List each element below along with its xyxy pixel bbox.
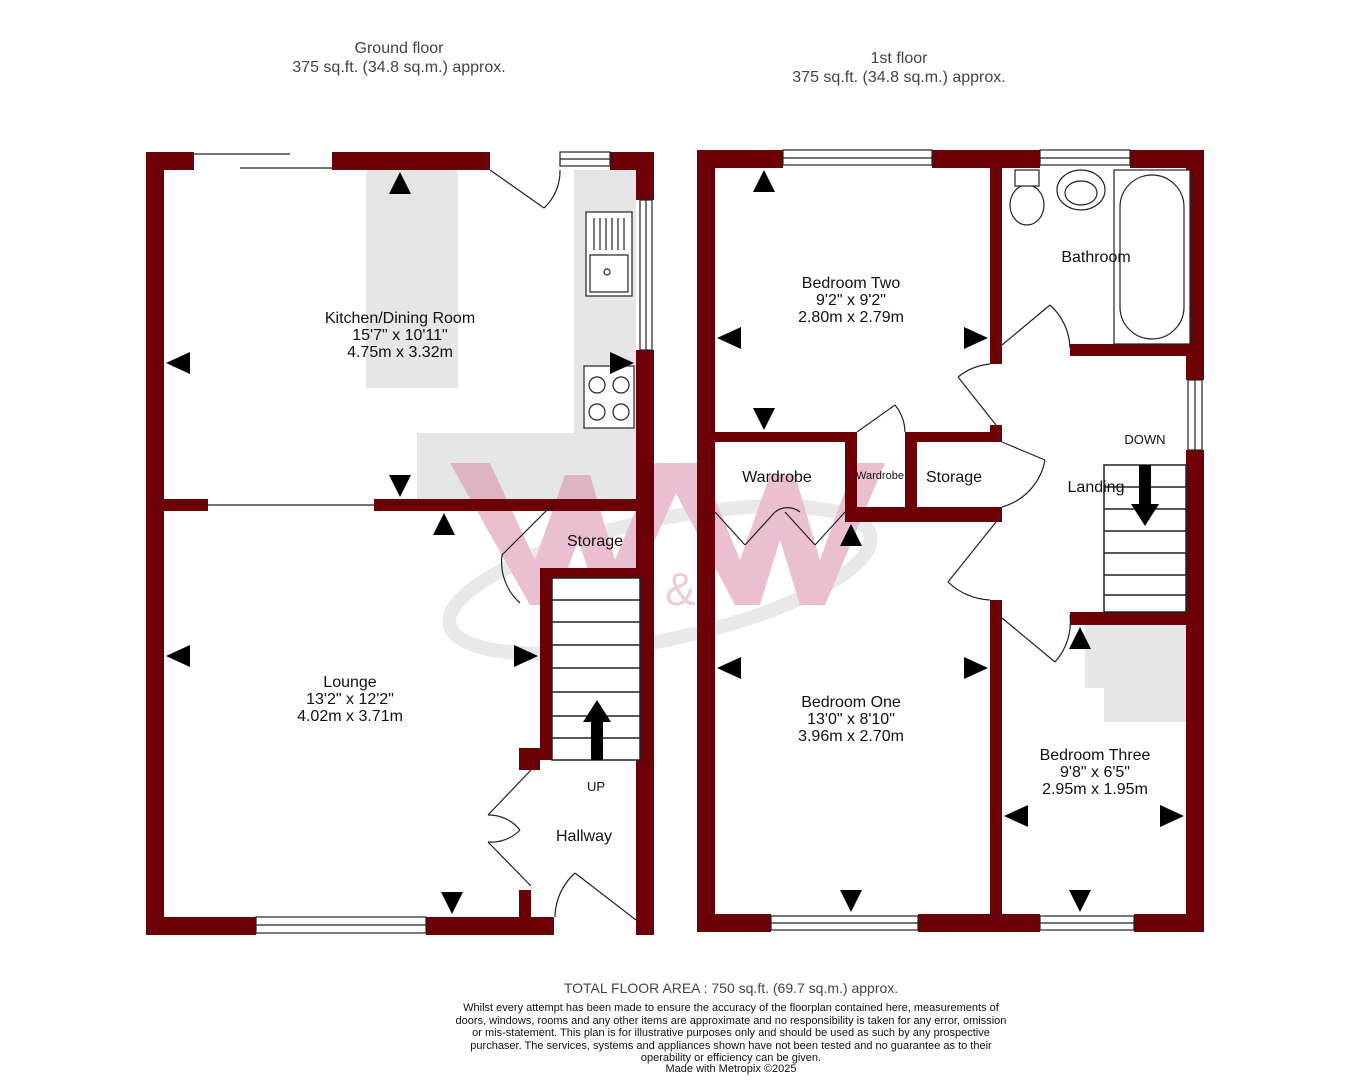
kitchen-sink xyxy=(585,211,633,297)
room-imperial: 15'7" x 10'11" xyxy=(352,327,448,344)
first-floor-windows xyxy=(714,149,1203,931)
kitchen-worktop-bottom xyxy=(417,433,636,500)
room-bathroom: Bathroom xyxy=(1061,249,1131,266)
ground-floor-area: 375 sq.ft. (34.8 sq.m.) approx. xyxy=(292,59,506,76)
room-name: Bedroom Three xyxy=(1039,747,1151,764)
ground-floor-name: Ground floor xyxy=(354,40,444,57)
dimension-arrows xyxy=(166,170,1184,914)
room-name: Bedroom One xyxy=(801,694,901,711)
room-metric: 3.96m x 2.70m xyxy=(798,728,904,745)
stairs-up-label: UP xyxy=(586,779,606,794)
bathroom-fixtures xyxy=(1009,169,1191,345)
room-imperial: 9'8" x 6'5" xyxy=(1060,764,1130,781)
room-name: Kitchen/Dining Room xyxy=(324,310,476,327)
room-landing: Landing xyxy=(1067,479,1125,496)
bedroom-three-cupboard xyxy=(1085,625,1186,722)
watermark-ampersand: & xyxy=(665,563,696,615)
room-wardrobe-small: Wardrobe xyxy=(856,470,904,482)
room-metric: 2.80m x 2.79m xyxy=(798,309,904,326)
room-imperial: 13'0" x 8'10" xyxy=(807,711,895,728)
first-stairs-arrow xyxy=(1131,465,1159,526)
toilet-icon xyxy=(1009,184,1045,226)
room-metric: 4.02m x 3.71m xyxy=(297,708,403,725)
first-floor-name: 1st floor xyxy=(870,50,928,67)
room-bedroom-one: Bedroom One 13'0" x 8'10" 3.96m x 2.70m xyxy=(798,694,904,745)
watermark: & xyxy=(442,463,885,661)
room-storage-ground: Storage xyxy=(566,533,624,550)
room-imperial: 13'2" x 12'2" xyxy=(306,691,394,708)
room-hallway: Hallway xyxy=(555,828,613,845)
kitchen-hob xyxy=(583,365,635,429)
ground-floor-header: Ground floor 375 sq.ft. (34.8 sq.m.) app… xyxy=(292,39,505,77)
room-name: Bedroom Two xyxy=(801,275,901,292)
credit: Made with Metropix ©2025 xyxy=(665,1063,797,1075)
room-metric: 2.95m x 1.95m xyxy=(1042,781,1148,798)
ground-floor-walls xyxy=(146,152,654,935)
room-bedroom-two: Bedroom Two 9'2" x 9'2" 2.80m x 2.79m xyxy=(798,275,904,326)
room-bedroom-three: Bedroom Three 9'8" x 6'5" 2.95m x 1.95m xyxy=(1040,747,1151,798)
disclaimer: Whilst every attempt has been made to en… xyxy=(455,1002,1007,1064)
room-wardrobe-large: Wardrobe xyxy=(742,469,812,486)
watermark-w-right xyxy=(660,463,885,605)
ground-stairs-arrow xyxy=(583,700,611,760)
room-storage-first: Storage xyxy=(925,469,983,486)
room-kitchen: Kitchen/Dining Room 15'7" x 10'11" 4.75m… xyxy=(325,310,475,361)
room-metric: 4.75m x 3.32m xyxy=(347,344,453,361)
room-lounge: Lounge 13'2" x 12'2" 4.02m x 3.71m xyxy=(297,674,403,725)
ground-floor-windows xyxy=(194,151,653,934)
first-floor-header: 1st floor 375 sq.ft. (34.8 sq.m.) approx… xyxy=(792,49,1005,87)
kitchen-island xyxy=(366,170,458,388)
room-imperial: 9'2" x 9'2" xyxy=(816,292,886,309)
first-floor-area: 375 sq.ft. (34.8 sq.m.) approx. xyxy=(792,69,1006,86)
first-floor-walls xyxy=(697,150,1204,932)
room-name: Lounge xyxy=(323,674,377,691)
total-floor-area: TOTAL FLOOR AREA : 750 sq.ft. (69.7 sq.m… xyxy=(563,980,899,996)
stairs-down-label: DOWN xyxy=(1124,432,1166,447)
